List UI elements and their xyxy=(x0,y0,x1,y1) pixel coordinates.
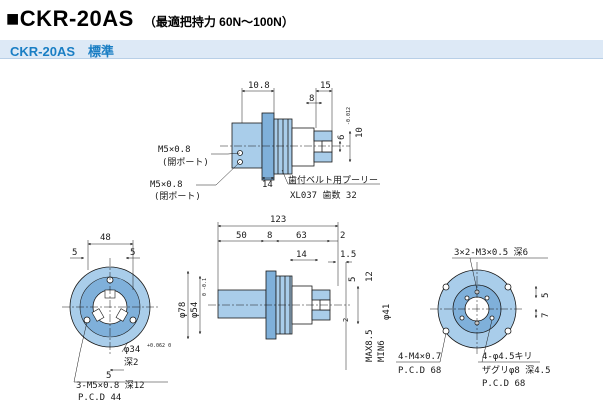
dim-10-8: 10.8 xyxy=(248,81,270,91)
dim-6-tol: -0.012 xyxy=(346,107,352,125)
rear-dim-7: 7 xyxy=(541,313,551,318)
dim-15-top: 15 xyxy=(320,81,331,91)
dim-5-side: 5 xyxy=(348,277,358,282)
thread-callout: 3-M5×0.8 深12 xyxy=(76,380,145,391)
rear-m4-pcd: P.C.D 68 xyxy=(398,366,441,376)
dim-6-top: 6 xyxy=(337,135,347,140)
rear-phi45-callout: 4-φ4.5キリ xyxy=(482,352,533,362)
dim-10-top: 10 xyxy=(355,127,365,138)
pulley-spec: XL037 歯数 32 xyxy=(290,189,357,201)
dim-14-top: 14 xyxy=(262,180,273,190)
port-open-label: M5×0.8 xyxy=(158,145,191,155)
port-close-note: (閉ポート) xyxy=(154,191,201,202)
pulley-label: 歯付ベルト用プーリー xyxy=(288,174,378,186)
dim-5-right: 5 xyxy=(130,248,135,258)
thread-pcd: P.C.D 44 xyxy=(78,393,121,403)
rear-counterbore: ザグリφ8 深4.5 xyxy=(482,364,551,376)
rear-view xyxy=(396,257,548,363)
top-flange xyxy=(261,112,275,181)
top-chuck xyxy=(291,127,315,167)
dim-phi78: φ78 xyxy=(178,302,188,318)
dim-phi41: φ41 xyxy=(382,304,392,320)
model-name: ■CKR-20AS xyxy=(6,6,134,31)
dim-2-tol: 2 xyxy=(342,318,350,322)
dim-14-side: 14 xyxy=(296,250,307,260)
dim-12-side: 12 xyxy=(365,271,375,282)
section-label: CKR-20AS 標準 xyxy=(10,44,115,59)
front-view xyxy=(62,240,168,383)
side-view xyxy=(186,222,360,370)
top-view xyxy=(196,88,380,186)
dim-50: 50 xyxy=(236,231,247,241)
product-title: ■CKR-20AS （最適把持力 60N～100N） xyxy=(6,6,294,32)
dim-phi54: φ54 xyxy=(190,302,200,318)
dim-min-6: MIN6 xyxy=(377,340,387,362)
dim-phi34-tol: +0.062 0 xyxy=(147,343,171,349)
dim-8-top: 8 xyxy=(309,94,314,104)
rear-m4-callout: 4-M4×0.7 xyxy=(398,352,441,362)
dim-48: 48 xyxy=(100,233,111,243)
port-open-note: (開ポート) xyxy=(162,157,209,168)
dim-2-side: 2 xyxy=(340,231,345,241)
side-body xyxy=(217,289,267,319)
dim-5-bottom: 5 xyxy=(106,371,111,381)
dim-max-8-5: MAX8.5 xyxy=(365,329,375,362)
rear-phi45-pcd: P.C.D 68 xyxy=(482,379,525,389)
section-band: CKR-20AS 標準 xyxy=(0,40,603,59)
rear-m3-callout: 3×2-M3×0.5 深6 xyxy=(454,247,528,258)
dim-1-5: 1.5 xyxy=(340,250,356,260)
dim-63: 63 xyxy=(296,231,307,241)
dim-123: 123 xyxy=(270,215,286,225)
dim-5-left: 5 xyxy=(72,248,77,258)
rear-dim-5: 5 xyxy=(541,293,551,298)
top-body xyxy=(231,122,263,169)
dim-phi34: φ34 xyxy=(124,345,140,355)
dim-8-side: 8 xyxy=(267,231,272,241)
grip-force-subtitle: （最適把持力 60N～100N） xyxy=(143,15,294,29)
port-close-label: M5×0.8 xyxy=(150,180,183,190)
dim-phi54-tol: 0 -0.1 xyxy=(202,278,208,296)
dim-depth2: 深2 xyxy=(124,357,138,368)
